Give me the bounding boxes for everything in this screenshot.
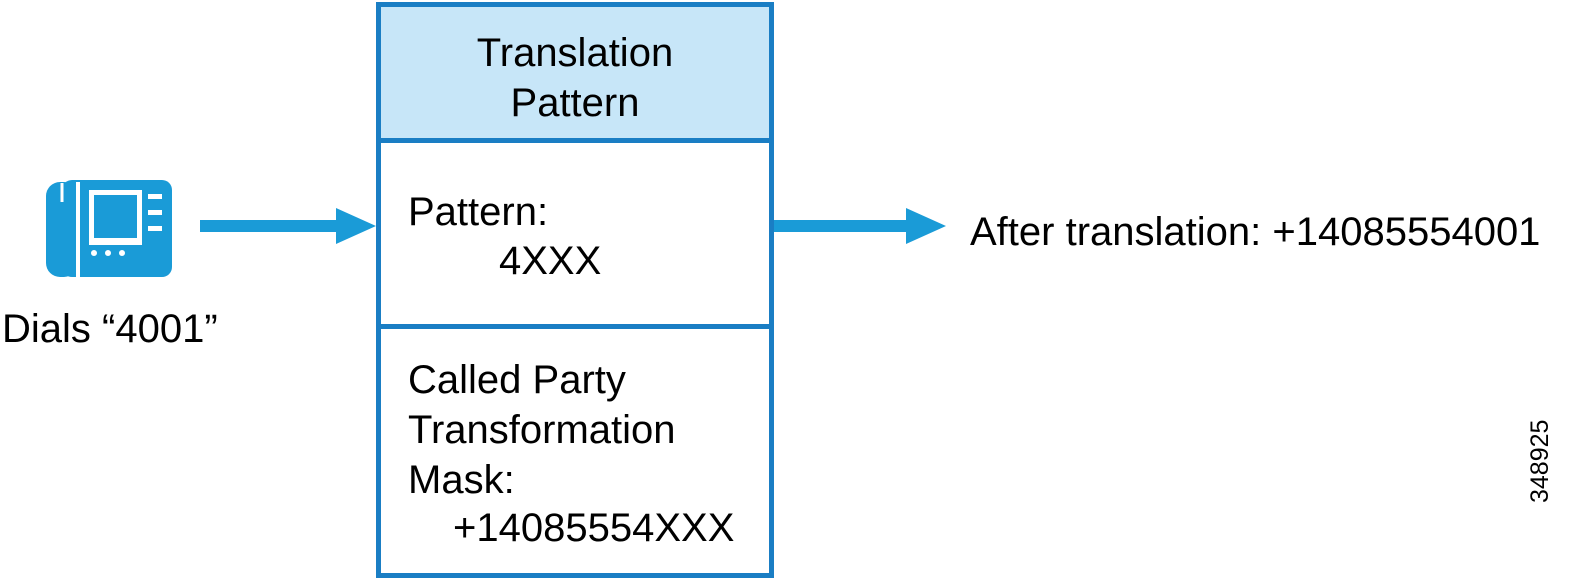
header-title-line-2: Pattern [510,81,640,125]
mask-label-line-2: Transformation [408,408,676,452]
caller-label: Dials “4001” [2,307,218,351]
pattern-box-header: Translation Pattern [381,7,769,143]
translation-result: After translation: +14085554001 [970,210,1541,254]
pattern-label: Pattern: [408,190,549,234]
figure-number: 348925 [1526,419,1554,503]
arrow-to-result [774,206,946,246]
header-title-line-1: Translation [476,31,674,75]
translation-pattern-box: Translation Pattern Pattern: 4XXX Called… [376,2,774,578]
mask-section: Called Party Transformation Mask: +14085… [381,329,769,573]
mask-label-line-1: Called Party [408,358,626,402]
mask-label-line-3: Mask: [408,458,515,502]
pattern-section: Pattern: 4XXX [381,143,769,329]
ip-phone-icon [46,178,174,279]
mask-value: +14085554XXX [453,506,735,550]
pattern-value: 4XXX [499,239,602,283]
arrow-to-pattern [200,206,376,246]
